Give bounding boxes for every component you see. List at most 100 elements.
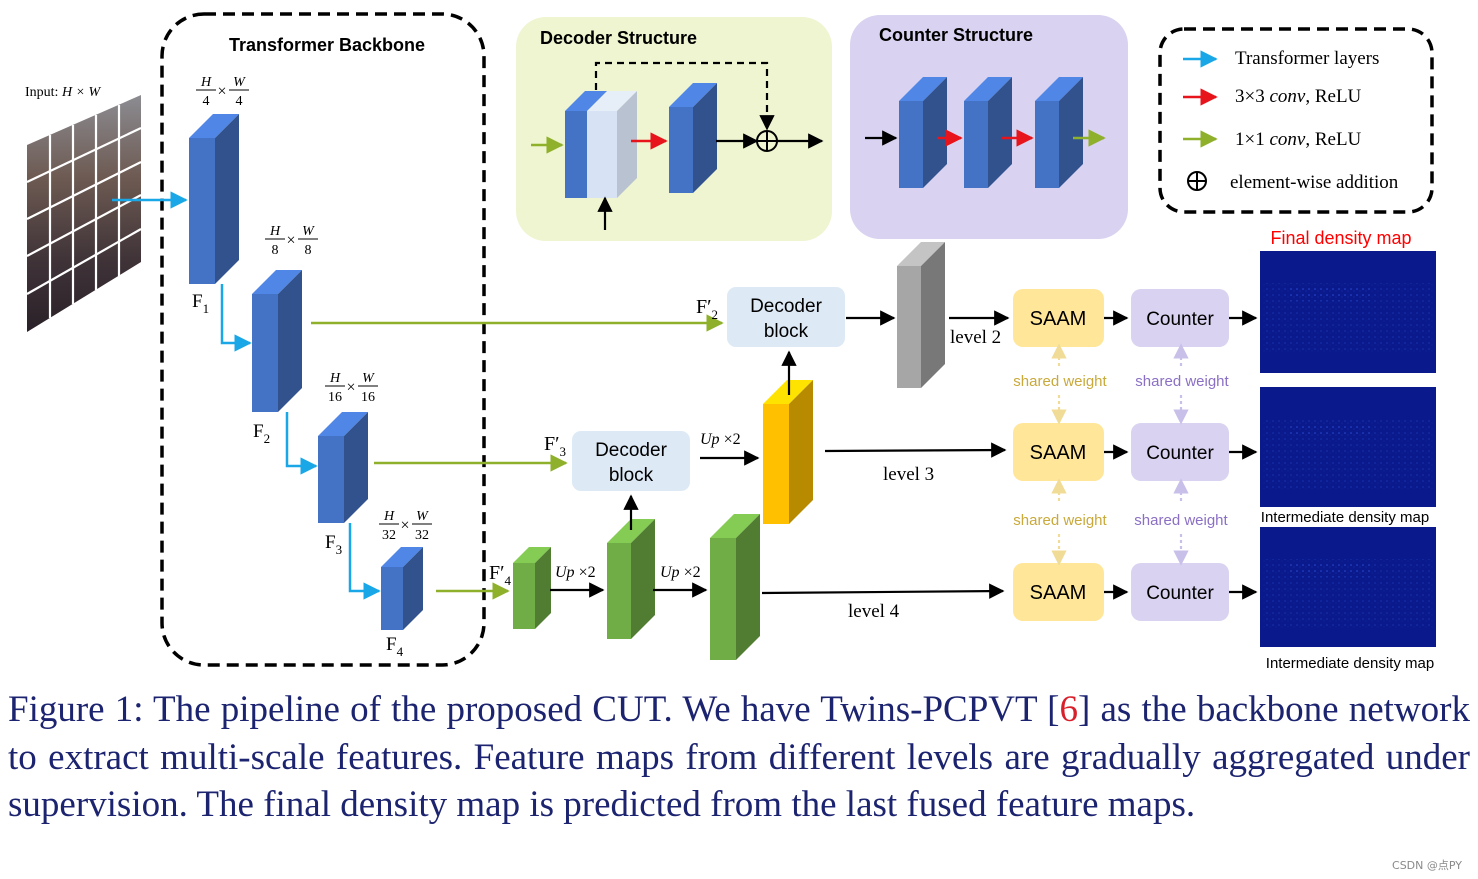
counter-box-3: Counter — [1131, 563, 1229, 621]
svg-text:16: 16 — [328, 390, 342, 405]
yellow-block — [763, 380, 813, 524]
watermark: CSDN @点PY — [1392, 859, 1462, 872]
svg-text:SAAM: SAAM — [1030, 582, 1087, 604]
shared-weight-saam-2: shared weight — [1013, 512, 1107, 529]
counter-structure-panel: Counter Structure — [850, 15, 1128, 239]
legend-label-addition: element-wise addition — [1230, 172, 1399, 193]
green-block-3 — [710, 514, 760, 660]
svg-text:H: H — [329, 371, 341, 386]
shared-weight-saam-1: shared weight — [1013, 373, 1107, 390]
shared-weight-links — [1051, 343, 1189, 566]
f3-prime-label: F′3 — [544, 433, 566, 459]
arrow-f1-to-f2 — [220, 284, 252, 352]
counter-block-3 — [1035, 77, 1083, 188]
svg-text:H: H — [269, 224, 281, 239]
svg-text:8: 8 — [272, 243, 279, 258]
level2-label: level 2 — [950, 327, 1001, 348]
density-map-3 — [1260, 527, 1436, 647]
saam-box-2: SAAM — [1013, 423, 1104, 481]
decoder-block-level2: Decoder block — [727, 287, 845, 347]
feature-label-f4: F4 — [386, 634, 404, 659]
counter-box-1: Counter — [1131, 289, 1229, 347]
svg-text:Counter: Counter — [1146, 443, 1214, 464]
feature-block-f2 — [252, 270, 302, 412]
svg-text:block: block — [609, 465, 654, 486]
saam-box-3: SAAM — [1013, 563, 1104, 621]
feature-block-f4 — [381, 547, 423, 630]
arrow-yellow-to-saam3 — [824, 442, 1007, 458]
svg-text:W: W — [233, 75, 246, 90]
arrow-f2-to-f3 — [285, 412, 318, 475]
pipeline-diagram: Transformer Backbone Input: H × W H4×W4H… — [25, 12, 1436, 672]
svg-text:W: W — [416, 509, 429, 524]
svg-text:H: H — [383, 509, 395, 524]
svg-text:4: 4 — [203, 94, 210, 109]
f4-prime-label: F′4 — [489, 562, 512, 588]
backbone-title: Transformer Backbone — [229, 35, 425, 55]
svg-text:×: × — [217, 83, 226, 100]
intermediate-density-map-label-1: Intermediate density map — [1261, 509, 1429, 526]
counter-structure-title: Counter Structure — [879, 25, 1033, 45]
svg-text:32: 32 — [415, 528, 429, 543]
svg-text:H: H — [200, 75, 212, 90]
svg-text:32: 32 — [382, 528, 396, 543]
density-maps — [1260, 251, 1436, 647]
arrow-green3-to-saam4 — [761, 583, 1005, 599]
svg-text:8: 8 — [305, 243, 312, 258]
intermediate-density-map-label-2: Intermediate density map — [1266, 655, 1434, 672]
density-map-2 — [1260, 387, 1436, 507]
svg-text:SAAM: SAAM — [1030, 308, 1087, 330]
backbone-blocks — [189, 114, 423, 630]
decoder-structure-panel: Decoder Structure — [516, 17, 832, 241]
svg-text:×: × — [286, 232, 295, 249]
upsample-label-3: Up ×2 — [700, 431, 741, 448]
level4-label: level 4 — [848, 601, 900, 622]
saam-box-1: SAAM — [1013, 289, 1104, 347]
legend-label-3x3: 3×3 conv, ReLU — [1235, 86, 1362, 107]
feature-block-f1 — [189, 114, 239, 284]
decoder-block-level3: Decoder block — [572, 431, 690, 491]
legend-label-1x1: 1×1 conv, ReLU — [1235, 129, 1362, 150]
feature-block-f3 — [318, 412, 368, 523]
svg-text:4: 4 — [236, 94, 243, 109]
scale-label-4: H 32 × W 32 — [379, 509, 432, 543]
decoder-structure-title: Decoder Structure — [540, 28, 697, 48]
green-block-1 — [513, 547, 551, 629]
input-crowd-image — [26, 95, 142, 332]
svg-text:Decoder: Decoder — [750, 296, 822, 317]
upsample-label-2: Up ×2 — [660, 564, 701, 581]
legend-label-transformer: Transformer layers — [1235, 48, 1379, 69]
scale-label-3: H16×W16 — [325, 371, 378, 405]
svg-text:×: × — [400, 517, 409, 534]
scale-label-2: H 8 × W 8 — [265, 224, 318, 258]
counter-box-2: Counter — [1131, 423, 1229, 481]
svg-text:W: W — [362, 371, 375, 386]
decoder-concat-block — [587, 91, 637, 198]
feature-label-f3: F3 — [325, 532, 342, 557]
legend-add-icon — [1187, 171, 1207, 191]
svg-text:W: W — [302, 224, 315, 239]
green-block-2 — [607, 519, 655, 639]
figure-caption: Figure 1: The pipeline of the proposed C… — [8, 689, 1471, 825]
counter-block-2 — [964, 77, 1012, 188]
backbone-frame — [160, 12, 486, 667]
feature-label-f1: F1 — [192, 291, 209, 316]
svg-text:Counter: Counter — [1146, 583, 1214, 604]
shared-weight-counter-1: shared weight — [1135, 373, 1229, 390]
upsample-label-1: Up ×2 — [555, 564, 596, 581]
arrow-f3-to-f4 — [348, 523, 381, 600]
citation-link[interactable]: 6 — [1059, 689, 1078, 730]
svg-text:Counter: Counter — [1146, 309, 1214, 330]
level3-label: level 3 — [883, 464, 934, 485]
decoder-output-block — [669, 83, 717, 193]
feature-label-f2: F2 — [253, 421, 270, 446]
scale-label-1: H 4 × W 4 — [196, 75, 249, 109]
legend: Transformer layers 3×3 conv, ReLU 1×1 co… — [1158, 27, 1434, 214]
shared-weight-counter-2: shared weight — [1134, 512, 1228, 529]
svg-text:Decoder: Decoder — [595, 440, 667, 461]
level-blocks — [513, 242, 945, 660]
svg-text:SAAM: SAAM — [1030, 442, 1087, 464]
